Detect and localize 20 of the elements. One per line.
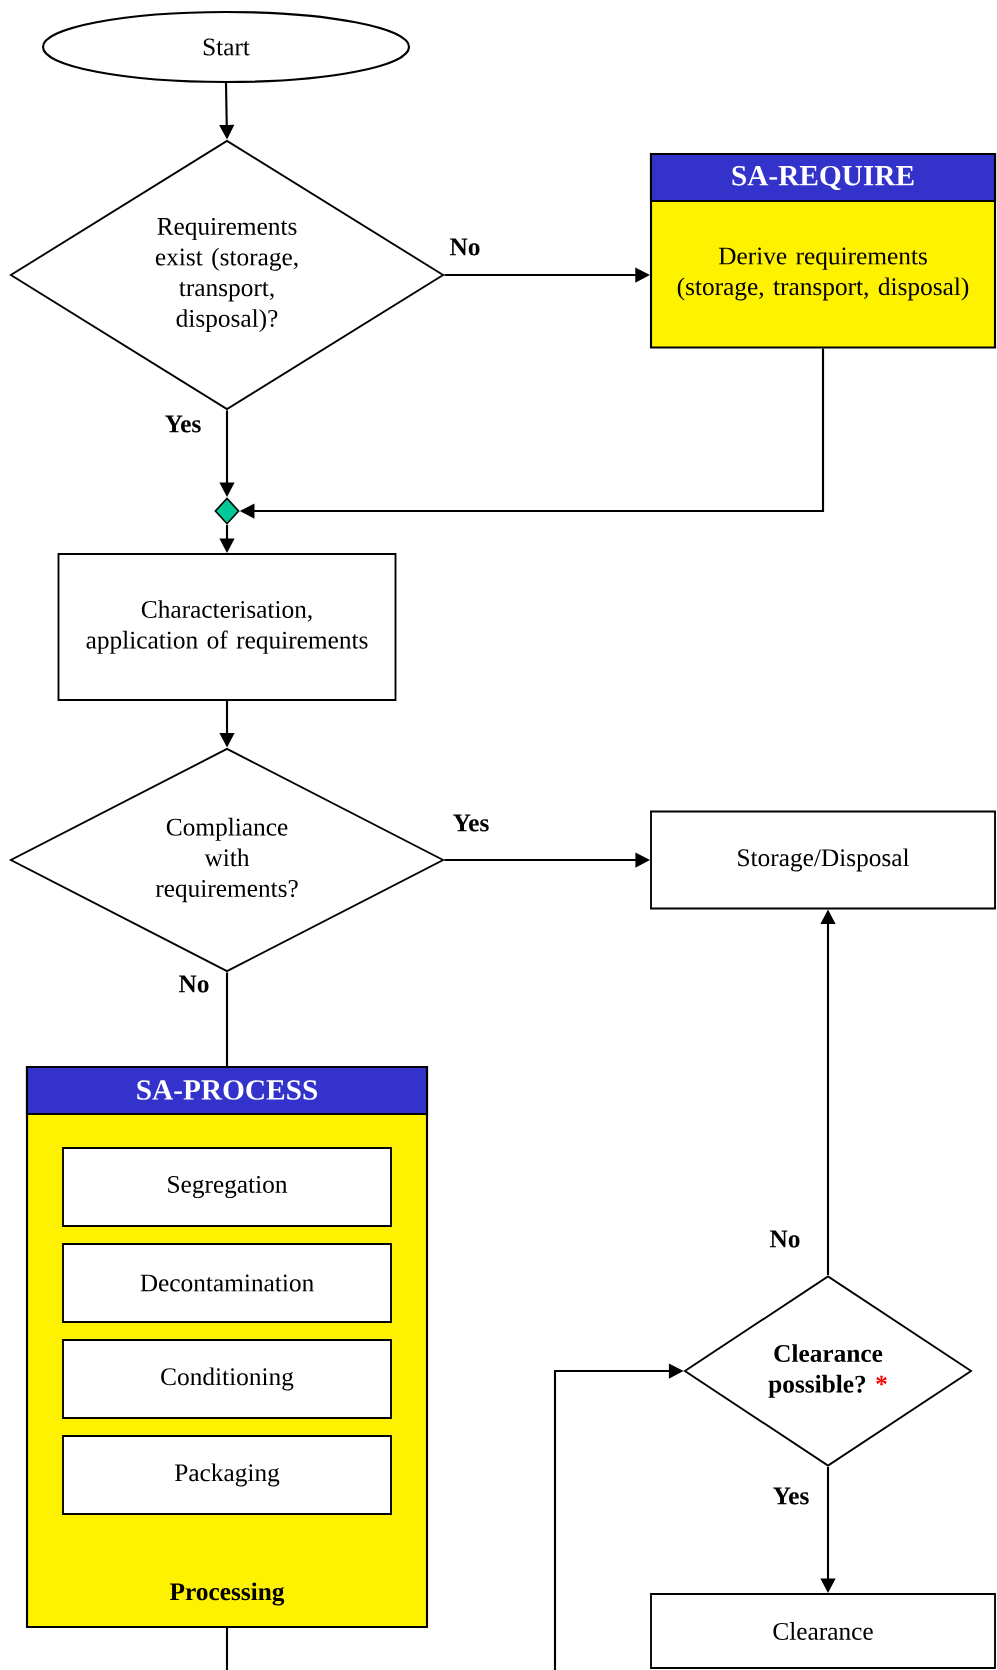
edge-label: No	[448, 237, 482, 257]
process-box: Characterisation, application of requirements	[57, 553, 397, 701]
process-box: Segregation	[62, 1147, 392, 1227]
header-band: SA-PROCESS	[25, 1065, 429, 1116]
box-text: Processing	[170, 1582, 285, 1606]
header-band: SA-REQUIRE	[649, 152, 997, 203]
edge-label: No	[177, 974, 211, 994]
process-box: Decontamination	[62, 1243, 392, 1323]
process-box: Conditioning	[62, 1339, 392, 1419]
titled-process-box	[649, 152, 997, 349]
process-box: Storage/Disposal	[650, 810, 996, 910]
process-box: Clearance	[650, 1593, 996, 1669]
junction-diamond	[214, 497, 240, 525]
start-terminal: Start	[41, 10, 411, 84]
edge-label: Yes	[771, 1486, 811, 1506]
box-text: Derive requirements (storage, transport, disposal)	[677, 247, 969, 301]
edge-label: Yes	[451, 813, 491, 833]
edge-label: Yes	[163, 414, 203, 434]
edge-label: No	[768, 1229, 802, 1249]
process-box: Packaging	[62, 1435, 392, 1515]
